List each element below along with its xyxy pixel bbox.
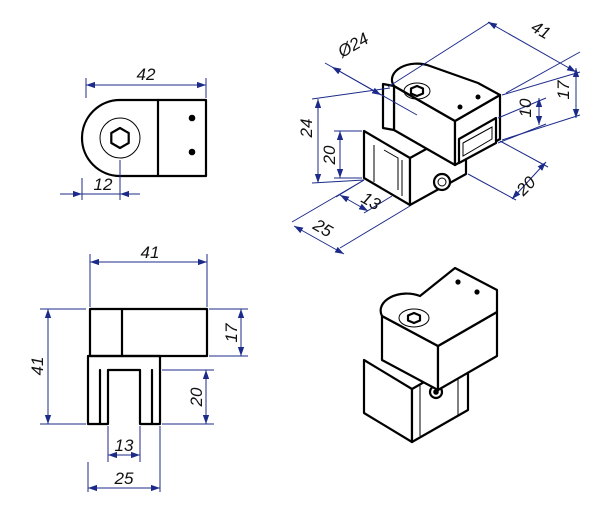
dim-label-front-height: 41 — [28, 357, 47, 376]
dim-label-front-width: 41 — [141, 243, 160, 262]
hole-icon — [455, 279, 461, 285]
dim-label-iso-length: 41 — [528, 17, 554, 43]
dim-label-lower-height: 20 — [187, 387, 206, 407]
hole-icon — [475, 94, 481, 100]
dim-label-top-width: 42 — [137, 65, 156, 84]
front-lower-bracket — [86, 354, 162, 426]
hex-socket-icon — [409, 84, 425, 98]
dim-label-slot-width: 13 — [115, 436, 134, 455]
iso-upper-block-top — [390, 62, 502, 123]
dim-label-iso-slot: 13 — [358, 188, 384, 214]
hole-icon — [188, 114, 196, 122]
dim-label-diameter: Ø24 — [334, 29, 372, 62]
isometric-dimensioned-view: Ø24 41 17 10 20 24 20 13 — [291, 17, 581, 255]
dim-label-iso-height-17: 17 — [554, 80, 573, 99]
hole-icon — [474, 289, 480, 295]
dim-label-iso-depth: 20 — [512, 172, 540, 200]
dim-label-upper-height: 17 — [222, 323, 241, 342]
counterbore-circle — [99, 117, 141, 159]
isometric-plain-view — [362, 266, 499, 444]
front-upper-block — [88, 307, 209, 358]
top-view: 42 12 — [60, 65, 208, 200]
dim-label-iso-base: 25 — [309, 215, 336, 242]
dim-label-iso-height-24: 24 — [297, 119, 316, 139]
hole-icon — [188, 148, 196, 156]
dim-label-base-width: 25 — [114, 469, 134, 488]
top-view-outline — [80, 98, 208, 178]
dim-label-center-offset: 12 — [94, 175, 113, 194]
dim-label-iso-height-20: 20 — [320, 145, 339, 165]
dim-label-iso-height-10: 10 — [516, 98, 535, 117]
hole-icon — [457, 104, 463, 110]
hex-socket-icon — [406, 311, 422, 325]
front-view: 41 41 17 20 13 25 — [28, 243, 248, 492]
hex-socket-icon — [110, 126, 130, 150]
